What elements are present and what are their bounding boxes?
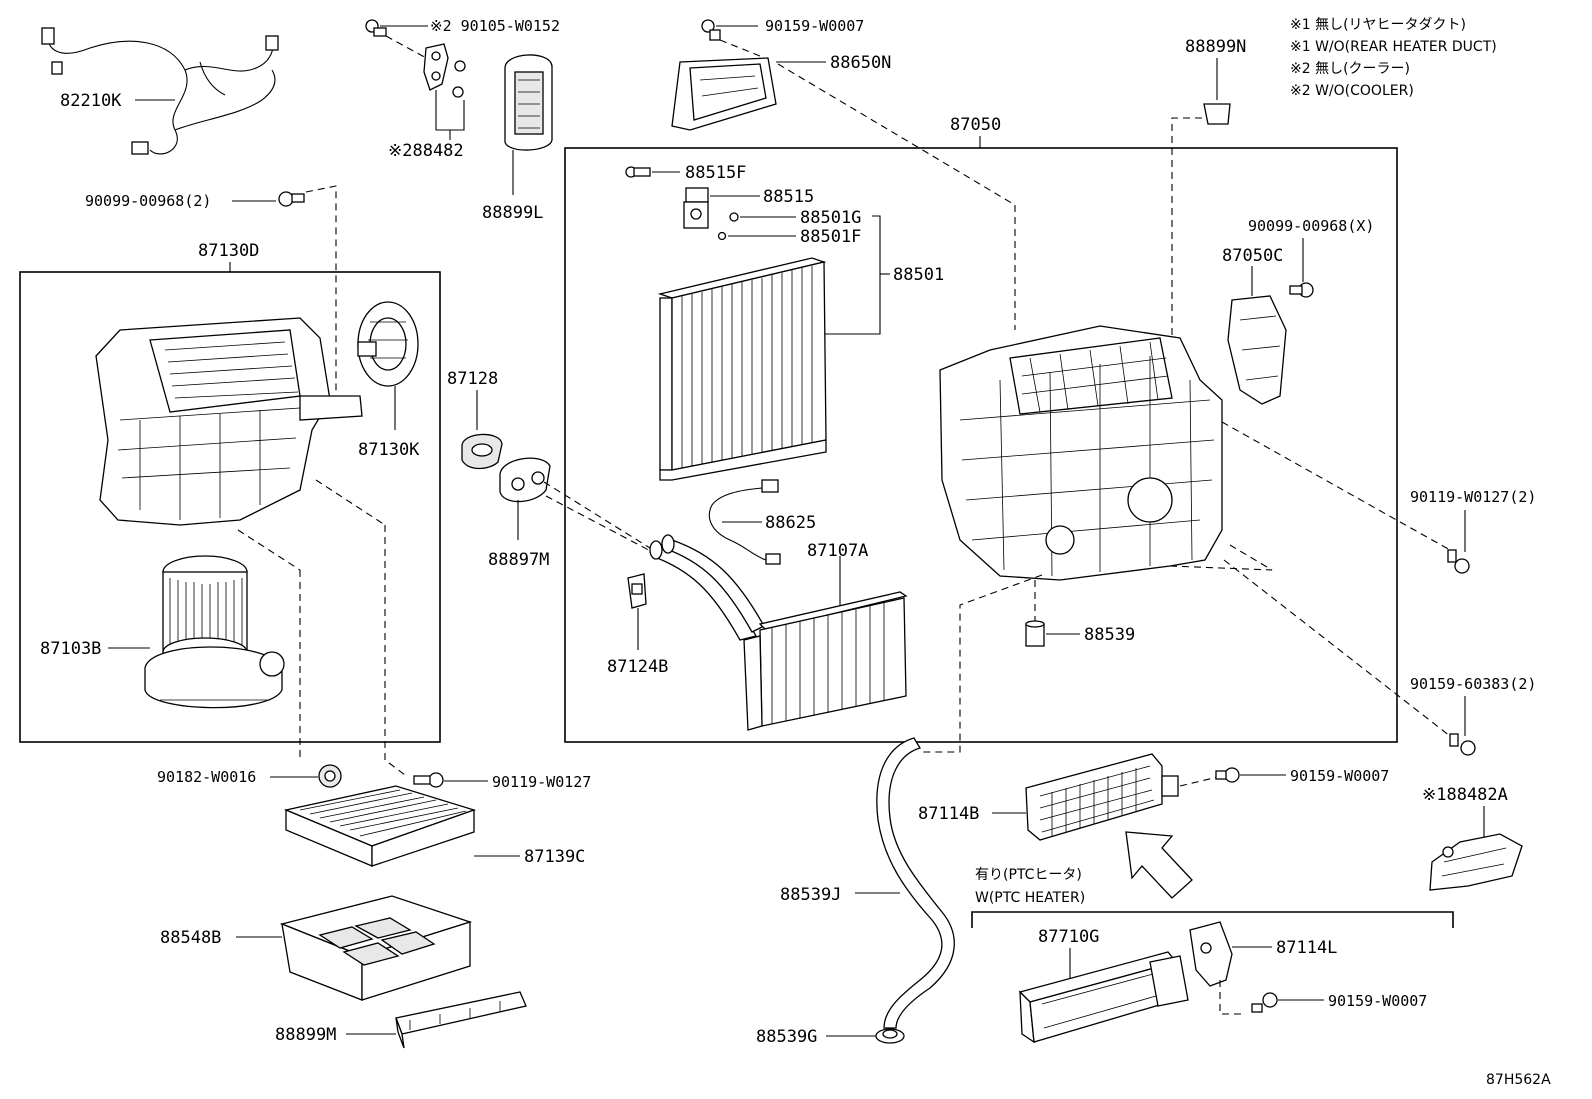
label-88515F: 88515F xyxy=(685,163,746,183)
label-88501G: 88501G xyxy=(800,208,861,228)
air-filter-87139C[interactable] xyxy=(283,785,477,867)
grommet-88539G[interactable] xyxy=(875,1028,905,1044)
note-1-jp: ※1 無し(リヤヒータダクト) xyxy=(1290,17,1466,33)
label-87107A: 87107A xyxy=(807,541,868,561)
label-90099-00968-X: 90099-00968(X) xyxy=(1248,217,1374,235)
heater-core-87107A[interactable] xyxy=(649,534,908,731)
damper-87130K[interactable] xyxy=(357,301,419,387)
note-2-en: ※2 W/O(COOLER) xyxy=(1290,83,1414,99)
blower-motor-87103B[interactable] xyxy=(144,555,285,709)
expansion-valve-88515[interactable] xyxy=(683,187,709,229)
label-88650N: 88650N xyxy=(830,53,891,73)
bracket-87114L[interactable] xyxy=(1149,921,1233,1007)
label-88539J: 88539J xyxy=(780,885,841,905)
o-ring-88501F[interactable] xyxy=(717,231,727,241)
label-87128: 87128 xyxy=(447,369,498,389)
grommet-87128[interactable] xyxy=(461,433,503,470)
screw-90159-W0007-bot[interactable] xyxy=(1251,992,1278,1013)
label-90159-W0007-top: 90159-W0007 xyxy=(765,17,864,35)
label-87130K: 87130K xyxy=(358,440,420,460)
label-88897M: 88897M xyxy=(488,550,549,570)
label-88625: 88625 xyxy=(765,513,816,533)
label-90159-60383-2: 90159-60383(2) xyxy=(1410,675,1536,693)
ecu-88650N[interactable] xyxy=(671,57,777,131)
clamp-87124B[interactable] xyxy=(627,573,647,609)
drain-hose-88539J[interactable] xyxy=(876,737,955,1029)
label-87103B: 87103B xyxy=(40,639,101,659)
label-90119-W0127: 90119-W0127 xyxy=(492,773,591,791)
screw-90159-W0007-mid[interactable] xyxy=(1215,767,1240,783)
screw-90119-W0127[interactable] xyxy=(413,772,444,788)
label-90159-W0007-mid: 90159-W0007 xyxy=(1290,767,1389,785)
clip-88899N[interactable] xyxy=(1203,103,1231,125)
ptc-heater-87114B[interactable] xyxy=(1025,753,1179,841)
bracket-88482[interactable] xyxy=(423,43,466,98)
actuator-87050C[interactable] xyxy=(1227,295,1287,405)
screw-90099-00968-left[interactable] xyxy=(278,191,305,207)
plate-88897M[interactable] xyxy=(499,457,551,503)
screw-90159-60383[interactable] xyxy=(1449,733,1476,756)
wire-harness-82210K[interactable] xyxy=(41,27,279,155)
note-1-en: ※1 W/O(REAR HEATER DUCT) xyxy=(1290,39,1497,55)
label-90159-W0007-bot: 90159-W0007 xyxy=(1328,992,1427,1010)
label-87050: 87050 xyxy=(950,115,1001,135)
label-88501: 88501 xyxy=(893,265,944,285)
label-87114L: 87114L xyxy=(1276,938,1337,958)
bolt-88515F[interactable] xyxy=(625,166,651,178)
o-ring-88501G[interactable] xyxy=(729,212,739,222)
drain-88539[interactable] xyxy=(1025,620,1045,647)
screw-90119-W0127-right[interactable] xyxy=(1447,549,1470,574)
screw-90099-00968-right[interactable] xyxy=(1289,282,1314,298)
label-87124B: 87124B xyxy=(607,657,668,677)
ptc-note-jp: 有り(PTCヒータ) xyxy=(975,867,1082,883)
diagram-code: 87H562A xyxy=(1486,1072,1551,1088)
label-88899L: 88899L xyxy=(482,203,543,223)
ptc-note-en: W(PTC HEATER) xyxy=(975,890,1085,906)
clip-90182-W0016[interactable] xyxy=(318,764,342,788)
blower-case-87130D[interactable] xyxy=(95,317,363,526)
label-90105-W0152: ※2 90105-W0152 xyxy=(430,17,560,35)
ptc-heater-bracket xyxy=(971,911,1454,928)
install-direction-arrow xyxy=(1125,831,1193,899)
label-87710G: 87710G xyxy=(1038,927,1099,947)
cover-88899L[interactable] xyxy=(504,54,553,151)
label-88539: 88539 xyxy=(1084,625,1135,645)
label-87050C: 87050C xyxy=(1222,246,1283,266)
label-90182-W0016: 90182-W0016 xyxy=(157,768,256,786)
label-87130D: 87130D xyxy=(198,241,259,261)
label-87139C: 87139C xyxy=(524,847,585,867)
label-88515: 88515 xyxy=(763,187,814,207)
filter-case-88548B[interactable] xyxy=(279,895,473,1001)
label-88482: ※288482 xyxy=(388,141,464,161)
label-88899N: 88899N xyxy=(1185,37,1246,57)
note-2-jp: ※2 無し(クーラー) xyxy=(1290,61,1410,77)
bolt-90105-W0152[interactable] xyxy=(365,19,387,37)
label-88482A: ※188482A xyxy=(1422,785,1508,805)
heater-unit-box xyxy=(564,147,1398,743)
ptc-heater-87710G[interactable] xyxy=(1018,951,1178,1044)
label-90099-00968-2: 90099-00968(2) xyxy=(85,192,211,210)
label-88539G: 88539G xyxy=(756,1027,817,1047)
label-88548B: 88548B xyxy=(160,928,221,948)
sensor-88625[interactable] xyxy=(708,479,781,565)
label-88899M: 88899M xyxy=(275,1025,336,1045)
evaporator-88501[interactable] xyxy=(657,257,827,481)
heater-case-87050[interactable] xyxy=(939,325,1223,581)
label-87114B: 87114B xyxy=(918,804,979,824)
cover-88899M[interactable] xyxy=(395,991,527,1049)
label-90119-W0127-2: 90119-W0127(2) xyxy=(1410,488,1536,506)
label-88501F: 88501F xyxy=(800,227,861,247)
label-82210K: 82210K xyxy=(60,91,122,111)
screw-90159-W0007-top[interactable] xyxy=(701,19,721,41)
duct-88482A[interactable] xyxy=(1429,833,1523,891)
